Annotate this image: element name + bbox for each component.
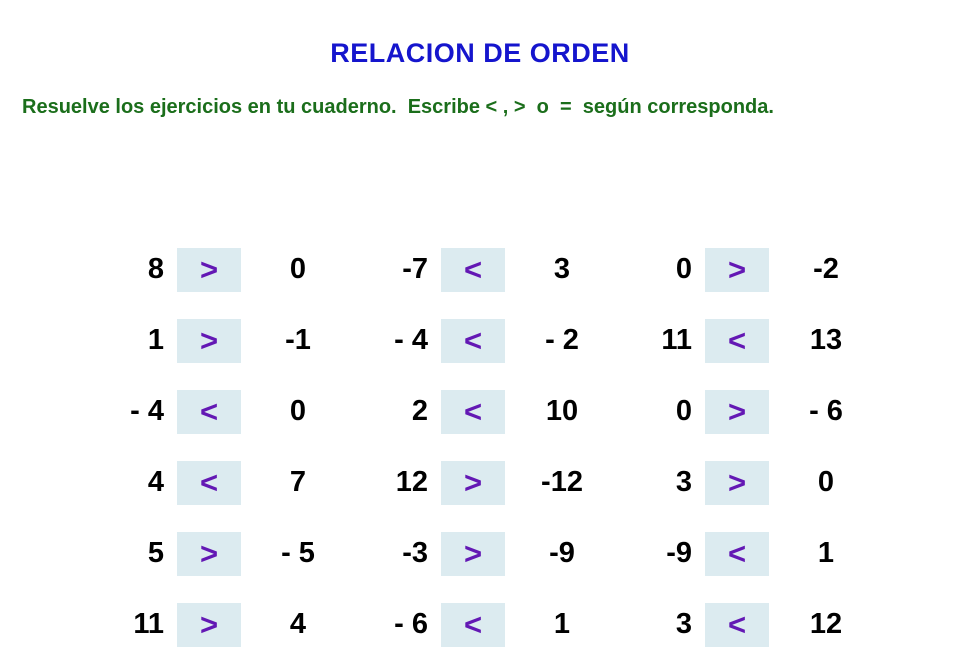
instructions-text: Resuelve los ejercicios en tu cuaderno. … bbox=[22, 96, 774, 118]
answer-box[interactable]: > bbox=[705, 460, 769, 505]
answer-box[interactable]: > bbox=[177, 318, 241, 363]
right-operand: 13 bbox=[809, 324, 843, 356]
left-operand: 2 bbox=[411, 395, 428, 427]
comparison-symbol: < bbox=[463, 251, 483, 287]
comparison-symbol: > bbox=[199, 535, 219, 571]
exercise-r5c3: -9 < 1 bbox=[620, 518, 884, 589]
answer-box[interactable]: < bbox=[177, 460, 241, 505]
comparison-symbol: < bbox=[727, 606, 747, 642]
left-operand: 5 bbox=[147, 537, 164, 569]
exercise-r6c3: 3 < 12 bbox=[620, 589, 884, 660]
exercise-r3c3: 0 > - 6 bbox=[620, 376, 884, 447]
comparison-symbol: > bbox=[727, 251, 747, 287]
right-operand: - 2 bbox=[545, 324, 579, 356]
right-operand: - 6 bbox=[809, 395, 843, 427]
right-operand: -9 bbox=[549, 537, 575, 569]
right-operand: -2 bbox=[813, 253, 839, 285]
comparison-symbol: > bbox=[199, 606, 219, 642]
right-operand: 1 bbox=[553, 608, 571, 640]
right-operand: -1 bbox=[285, 324, 311, 356]
exercise-r2c1: 1 > -1 bbox=[92, 305, 356, 376]
answer-box[interactable]: < bbox=[705, 602, 769, 647]
left-operand: 3 bbox=[675, 466, 692, 498]
left-operand: 3 bbox=[675, 608, 692, 640]
exercise-r2c2: - 4 < - 2 bbox=[356, 305, 620, 376]
comparison-symbol: < bbox=[727, 535, 747, 571]
exercise-r2c3: 11 < 13 bbox=[620, 305, 884, 376]
exercise-r1c2: -7 < 3 bbox=[356, 234, 620, 305]
answer-box[interactable]: < bbox=[177, 389, 241, 434]
exercise-r1c3: 0 > -2 bbox=[620, 234, 884, 305]
right-operand: 0 bbox=[817, 466, 835, 498]
comparison-symbol: > bbox=[727, 393, 747, 429]
right-operand: 4 bbox=[289, 608, 307, 640]
comparison-symbol: < bbox=[727, 322, 747, 358]
left-operand: - 4 bbox=[130, 395, 164, 427]
left-operand: - 6 bbox=[394, 608, 428, 640]
exercise-r4c2: 12 > -12 bbox=[356, 447, 620, 518]
left-operand: 11 bbox=[661, 324, 692, 356]
answer-box[interactable]: < bbox=[705, 531, 769, 576]
right-operand: - 5 bbox=[281, 537, 315, 569]
answer-box[interactable]: < bbox=[441, 247, 505, 292]
comparison-symbol: < bbox=[199, 393, 219, 429]
right-operand: 1 bbox=[817, 537, 835, 569]
comparison-symbol: < bbox=[463, 606, 483, 642]
right-operand: 0 bbox=[289, 395, 307, 427]
right-operand: 0 bbox=[289, 253, 307, 285]
left-operand: 11 bbox=[133, 608, 164, 640]
page-title: RELACION DE ORDEN bbox=[330, 38, 630, 68]
exercise-r1c1: 8 > 0 bbox=[92, 234, 356, 305]
exercise-r5c2: -3 > -9 bbox=[356, 518, 620, 589]
comparison-symbol: > bbox=[463, 535, 483, 571]
left-operand: -7 bbox=[402, 253, 428, 285]
left-operand: 12 bbox=[395, 466, 428, 498]
right-operand: 12 bbox=[809, 608, 843, 640]
left-operand: 8 bbox=[147, 253, 164, 285]
exercise-grid: 8 > 0 -7 < 3 0 > -2 1 > -1 bbox=[92, 234, 884, 660]
comparison-symbol: > bbox=[199, 322, 219, 358]
left-operand: 1 bbox=[147, 324, 164, 356]
left-operand: 4 bbox=[147, 466, 164, 498]
comparison-symbol: < bbox=[199, 464, 219, 500]
left-operand: -3 bbox=[402, 537, 428, 569]
exercise-r6c2: - 6 < 1 bbox=[356, 589, 620, 660]
exercise-r3c1: - 4 < 0 bbox=[92, 376, 356, 447]
comparison-symbol: < bbox=[463, 322, 483, 358]
exercise-r6c1: 11 > 4 bbox=[92, 589, 356, 660]
answer-box[interactable]: > bbox=[705, 389, 769, 434]
answer-box[interactable]: > bbox=[705, 247, 769, 292]
comparison-symbol: < bbox=[463, 393, 483, 429]
exercise-r4c3: 3 > 0 bbox=[620, 447, 884, 518]
right-operand: 7 bbox=[289, 466, 307, 498]
right-operand: 10 bbox=[545, 395, 579, 427]
answer-box[interactable]: < bbox=[441, 602, 505, 647]
right-operand: 3 bbox=[553, 253, 571, 285]
comparison-symbol: > bbox=[199, 251, 219, 287]
answer-box[interactable]: > bbox=[177, 602, 241, 647]
exercise-r5c1: 5 > - 5 bbox=[92, 518, 356, 589]
left-operand: - 4 bbox=[394, 324, 428, 356]
answer-box[interactable]: < bbox=[705, 318, 769, 363]
left-operand: -9 bbox=[666, 537, 692, 569]
comparison-symbol: > bbox=[727, 464, 747, 500]
answer-box[interactable]: > bbox=[177, 247, 241, 292]
answer-box[interactable]: < bbox=[441, 389, 505, 434]
answer-box[interactable]: < bbox=[441, 318, 505, 363]
exercise-r4c1: 4 < 7 bbox=[92, 447, 356, 518]
left-operand: 0 bbox=[675, 395, 692, 427]
comparison-symbol: > bbox=[463, 464, 483, 500]
answer-box[interactable]: > bbox=[177, 531, 241, 576]
left-operand: 0 bbox=[675, 253, 692, 285]
exercise-r3c2: 2 < 10 bbox=[356, 376, 620, 447]
answer-box[interactable]: > bbox=[441, 531, 505, 576]
answer-box[interactable]: > bbox=[441, 460, 505, 505]
right-operand: -12 bbox=[541, 466, 583, 498]
